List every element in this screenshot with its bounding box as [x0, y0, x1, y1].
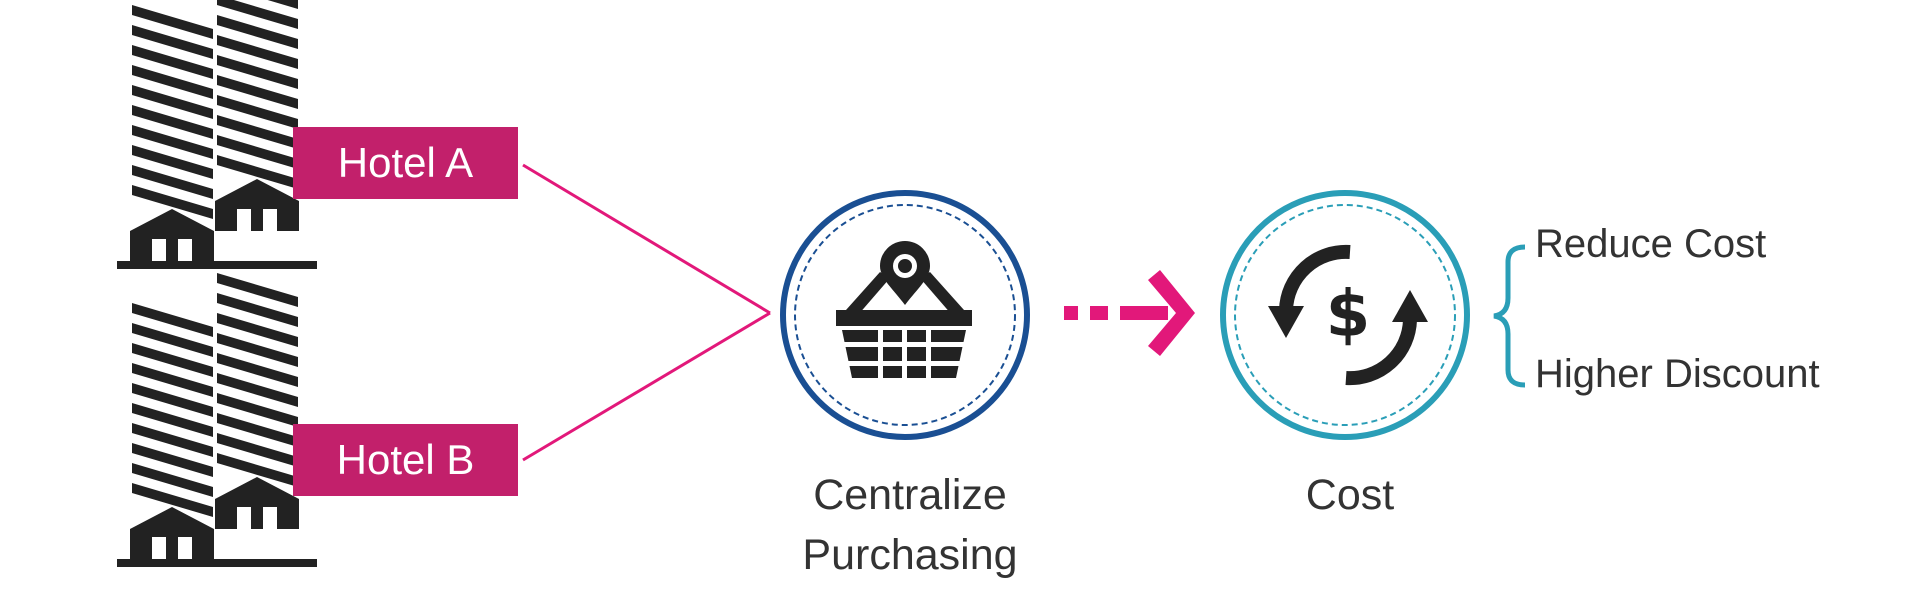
cost-node: $ [1220, 190, 1470, 440]
connector-hotel-b [522, 311, 771, 462]
flow-arrow [1064, 270, 1195, 356]
hotel-a-tag-bg [293, 127, 518, 199]
hotel-b-buildings-icon [117, 273, 317, 567]
benefit-higher-discount: Higher Discount [1535, 352, 1820, 396]
cost-label: Cost [1250, 465, 1450, 525]
benefits-brace [1493, 244, 1526, 388]
connector-hotel-a [522, 163, 771, 315]
svg-text:$: $ [1326, 278, 1371, 352]
centralize-purchasing-node [780, 190, 1030, 440]
basket-location-icon [836, 241, 972, 378]
centralize-purchasing-label-line-1: Centralize [813, 471, 1007, 519]
hotel-a-label: Hotel A [337, 139, 474, 186]
benefit-reduce-cost: Reduce Cost [1535, 222, 1767, 266]
centralize-purchasing-label: Centralize Purchasing [750, 465, 1070, 585]
dollar-cycle-icon: $ [1268, 244, 1428, 386]
centralize-purchasing-label-line-2: Purchasing [802, 531, 1018, 579]
hotel-b-tag-bg [293, 424, 518, 496]
hotel-a-buildings-icon [117, 0, 317, 269]
cost-label-line-1: Cost [1305, 471, 1395, 519]
hotel-b-label: Hotel B [336, 436, 475, 483]
